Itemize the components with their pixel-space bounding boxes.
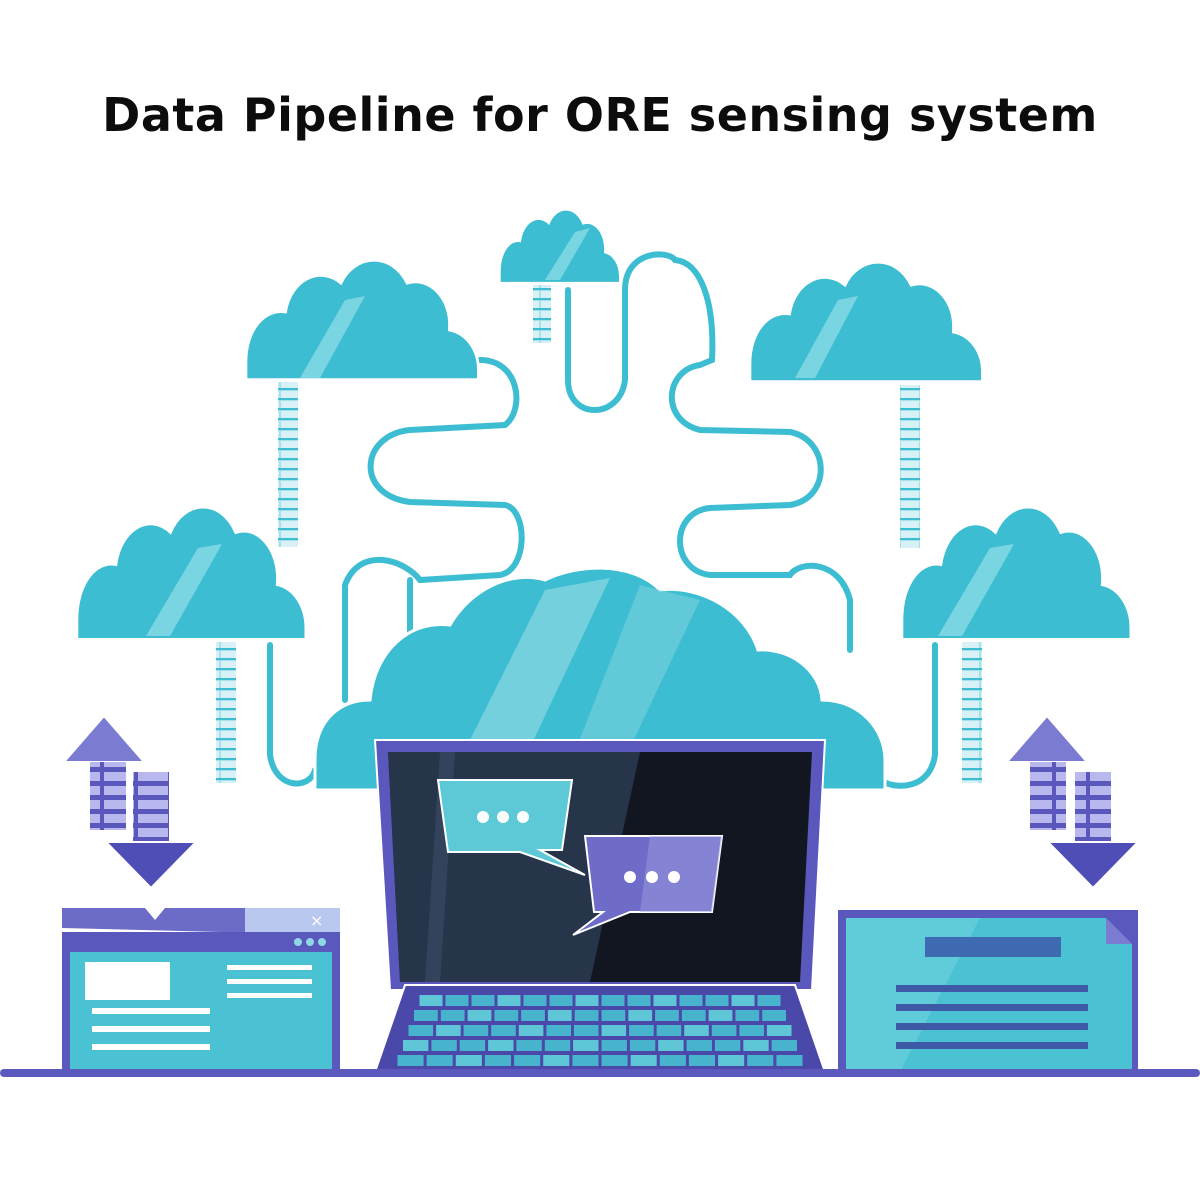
keyboard-key	[484, 1055, 511, 1066]
keyboard-key	[655, 1010, 679, 1021]
keyboard-key	[414, 1010, 438, 1021]
cloud-icon	[900, 504, 1133, 642]
keyboard-key	[629, 1025, 654, 1036]
keyboard-key	[681, 1010, 706, 1021]
data-stacks	[216, 285, 982, 783]
keyboard-key	[572, 1055, 599, 1066]
ground-line	[0, 1069, 1200, 1077]
main-cloud-icon	[313, 566, 887, 792]
keyboard-key	[547, 1010, 572, 1021]
keyboard-key	[419, 995, 443, 1006]
keyboard-key	[497, 995, 521, 1006]
keyboard-key	[658, 1040, 684, 1051]
keyboard-key	[708, 1010, 733, 1021]
keyboard-key	[408, 1025, 434, 1036]
keyboard-key	[467, 1010, 492, 1021]
keyboard-key	[491, 1025, 516, 1036]
keyboard-key	[711, 1025, 737, 1036]
keyboard-key	[731, 995, 755, 1006]
up-down-arrows-icon	[61, 714, 199, 890]
keyboard-key	[735, 1010, 760, 1021]
keyboard-key	[549, 995, 573, 1006]
keyboard-key	[488, 1040, 514, 1051]
keyboard-key	[574, 1010, 599, 1021]
keyboard-key	[718, 1055, 745, 1066]
cloud-highlights	[146, 228, 1014, 636]
keyboard-key	[521, 1010, 545, 1021]
data-pipes	[267, 251, 938, 789]
keyboard-key	[762, 1010, 786, 1021]
keyboard-key	[403, 1040, 429, 1051]
keyboard-key	[628, 1010, 653, 1021]
keyboard-key	[426, 1055, 453, 1066]
cloud-icon	[244, 258, 481, 382]
keyboard-key	[573, 1025, 599, 1036]
document-screen-icon	[838, 910, 1138, 1072]
keyboard-key	[431, 1040, 457, 1051]
keyboard-key	[601, 1055, 628, 1066]
keyboard-key	[739, 1025, 764, 1036]
keyboard	[397, 995, 803, 1066]
keyboard-key	[518, 1025, 544, 1036]
keyboard-key	[445, 995, 469, 1006]
keyboard-key	[679, 995, 703, 1006]
page-title: Data Pipeline for ORE sensing system	[102, 88, 1098, 142]
keyboard-key	[544, 1040, 571, 1051]
keyboard-key	[601, 995, 625, 1006]
chat-bubble-icon	[572, 835, 724, 936]
keyboard-key	[627, 995, 651, 1006]
keyboard-key	[436, 1025, 461, 1036]
keyboard-key	[601, 1040, 627, 1051]
cloud-icon	[748, 260, 985, 384]
keyboard-key	[766, 1025, 792, 1036]
keyboard-key	[514, 1055, 541, 1066]
keyboard-key	[440, 1010, 465, 1021]
keyboard-key	[573, 1040, 599, 1051]
keyboard-key	[629, 1040, 656, 1051]
keyboard-key	[743, 1040, 769, 1051]
keyboard-key	[397, 1055, 424, 1066]
keyboard-key	[688, 1055, 715, 1066]
keyboard-key	[459, 1040, 486, 1051]
keyboard-key	[684, 1025, 709, 1036]
keyboard-key	[771, 1040, 797, 1051]
keyboard-key	[656, 1025, 682, 1036]
keyboard-key	[653, 995, 677, 1006]
keyboard-key	[659, 1055, 686, 1066]
keyboard-key	[543, 1055, 570, 1066]
svg-text:×: ×	[310, 911, 323, 930]
keyboard-key	[757, 995, 781, 1006]
keyboard-key	[463, 1025, 489, 1036]
keyboard-key	[714, 1040, 741, 1051]
up-down-arrows-icon	[1004, 714, 1141, 890]
chat-bubble-icon	[436, 779, 586, 876]
keyboard-key	[630, 1055, 657, 1066]
keyboard-key	[546, 1025, 571, 1036]
keyboard-key	[686, 1040, 712, 1051]
browser-window-icon: ×	[62, 908, 340, 1072]
keyboard-key	[601, 1025, 627, 1036]
keyboard-key	[455, 1055, 482, 1066]
keyboard-key	[575, 995, 599, 1006]
keyboard-key	[705, 995, 729, 1006]
keyboard-key	[494, 1010, 519, 1021]
keyboard-key	[747, 1055, 774, 1066]
keyboard-key	[471, 995, 495, 1006]
keyboard-key	[516, 1040, 542, 1051]
keyboard-key	[601, 1010, 626, 1021]
keyboard-key	[776, 1055, 803, 1066]
keyboard-key	[523, 995, 547, 1006]
